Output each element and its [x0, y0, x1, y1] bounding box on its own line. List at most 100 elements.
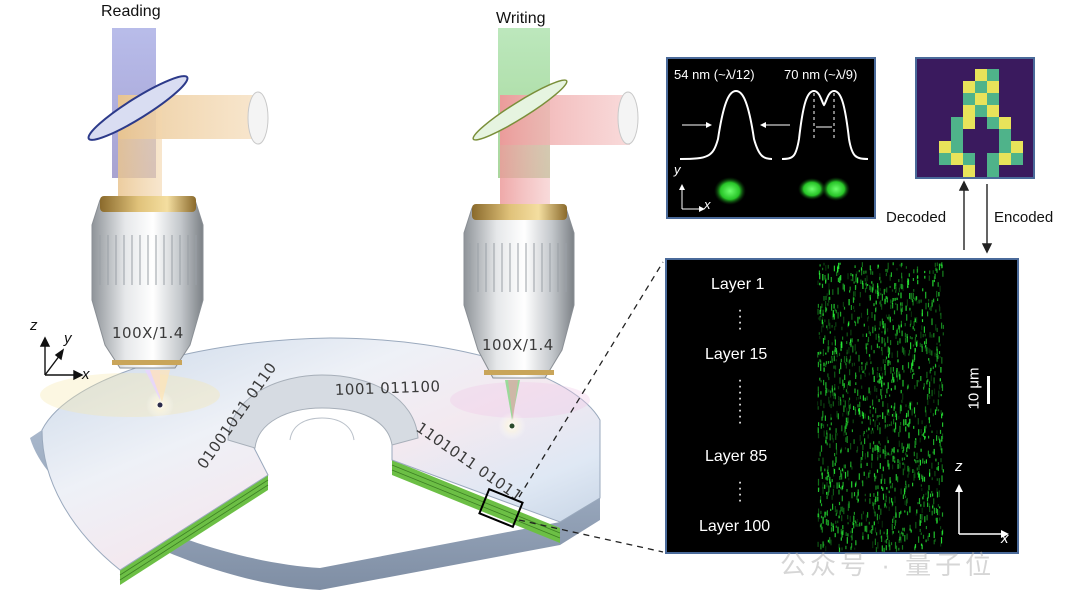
signal-dot	[938, 384, 941, 390]
signal-dot	[853, 281, 855, 284]
signal-dot	[877, 293, 879, 299]
signal-dot	[855, 284, 857, 289]
signal-dot	[940, 526, 942, 530]
signal-dot	[900, 488, 902, 495]
signal-dot	[933, 540, 935, 545]
signal-dot	[855, 540, 857, 546]
signal-dot	[826, 424, 829, 427]
reading-objective: 100X/1.4	[87, 28, 269, 402]
signal-dot	[879, 375, 881, 380]
signal-dot	[882, 449, 884, 454]
signal-dot	[866, 308, 869, 316]
signal-dot	[829, 481, 832, 488]
signal-dot	[882, 493, 885, 500]
signal-dot	[860, 442, 862, 445]
signal-dot	[855, 273, 857, 277]
signal-dot	[896, 303, 898, 311]
signal-dot	[843, 306, 846, 310]
signal-dot	[887, 452, 889, 456]
signal-dot	[927, 502, 929, 507]
signal-dot	[886, 487, 888, 490]
signal-dot	[857, 489, 859, 496]
signal-dot	[884, 499, 886, 506]
zx-axes	[955, 484, 1009, 538]
signal-dot	[817, 406, 819, 410]
signal-dot	[909, 323, 911, 327]
signal-dot	[940, 312, 942, 319]
signal-dot	[853, 306, 855, 310]
pixel-cell	[951, 129, 963, 141]
signal-dot	[874, 499, 876, 505]
signal-dot	[828, 319, 830, 326]
signal-dot	[847, 470, 849, 477]
signal-dot	[919, 528, 921, 532]
signal-dot	[877, 454, 879, 460]
signal-dot	[827, 273, 829, 280]
signal-dot	[896, 370, 898, 378]
signal-dot	[825, 389, 827, 396]
signal-dot	[817, 280, 819, 285]
signal-dot	[868, 521, 870, 525]
layer-label-1: Layer 1	[711, 276, 765, 293]
signal-dot	[825, 477, 827, 480]
signal-dot	[817, 478, 820, 486]
signal-dot	[825, 279, 827, 284]
signal-dot	[839, 276, 841, 283]
signal-dot	[937, 465, 939, 471]
signal-dot	[839, 476, 841, 480]
signal-dot	[890, 451, 893, 456]
signal-dot	[819, 524, 822, 528]
signal-dot	[820, 510, 822, 515]
signal-dot	[938, 364, 940, 368]
signal-dot	[875, 496, 877, 502]
signal-dot	[885, 356, 888, 360]
signal-dot	[856, 446, 859, 451]
signal-dot	[835, 443, 837, 450]
signal-dot	[901, 307, 903, 312]
signal-dot	[834, 371, 836, 378]
signal-dot	[861, 411, 863, 417]
signal-dot	[936, 520, 938, 524]
signal-dot	[930, 408, 932, 413]
signal-dot	[852, 296, 854, 303]
signal-dot	[863, 323, 865, 327]
signal-dot	[850, 339, 852, 347]
signal-dot	[938, 436, 940, 440]
signal-dot	[834, 506, 836, 513]
signal-dot	[817, 541, 819, 547]
signal-dot	[881, 303, 883, 310]
signal-dot	[850, 279, 852, 282]
signal-dot	[918, 471, 920, 477]
signal-dot	[834, 349, 836, 355]
signal-dot	[862, 433, 865, 437]
signal-dot	[829, 322, 831, 329]
signal-dot	[924, 406, 927, 413]
signal-dot	[835, 309, 837, 314]
signal-dot	[884, 370, 886, 376]
signal-dot	[879, 414, 881, 417]
signal-dot	[832, 460, 834, 467]
signal-dot	[939, 312, 941, 316]
signal-dot	[818, 422, 820, 427]
signal-dot	[844, 464, 846, 469]
pixel-cell	[951, 141, 963, 153]
signal-dot	[852, 521, 854, 526]
signal-dot	[832, 389, 834, 396]
signal-dot	[890, 299, 892, 304]
signal-dot	[894, 428, 896, 433]
signal-dot	[898, 324, 900, 330]
spot-single	[714, 177, 746, 205]
signal-dot	[939, 343, 941, 347]
signal-dot	[865, 270, 867, 274]
signal-dot	[857, 389, 859, 396]
signal-dot	[940, 543, 942, 547]
signal-dot	[938, 510, 940, 516]
signal-dot	[898, 547, 900, 551]
pixel-cell	[951, 117, 963, 129]
signal-dot	[866, 275, 868, 282]
signal-dot	[916, 509, 918, 514]
signal-dot	[872, 326, 874, 334]
signal-dot	[823, 430, 825, 437]
signal-dot	[864, 278, 866, 282]
signal-dot	[884, 359, 886, 364]
